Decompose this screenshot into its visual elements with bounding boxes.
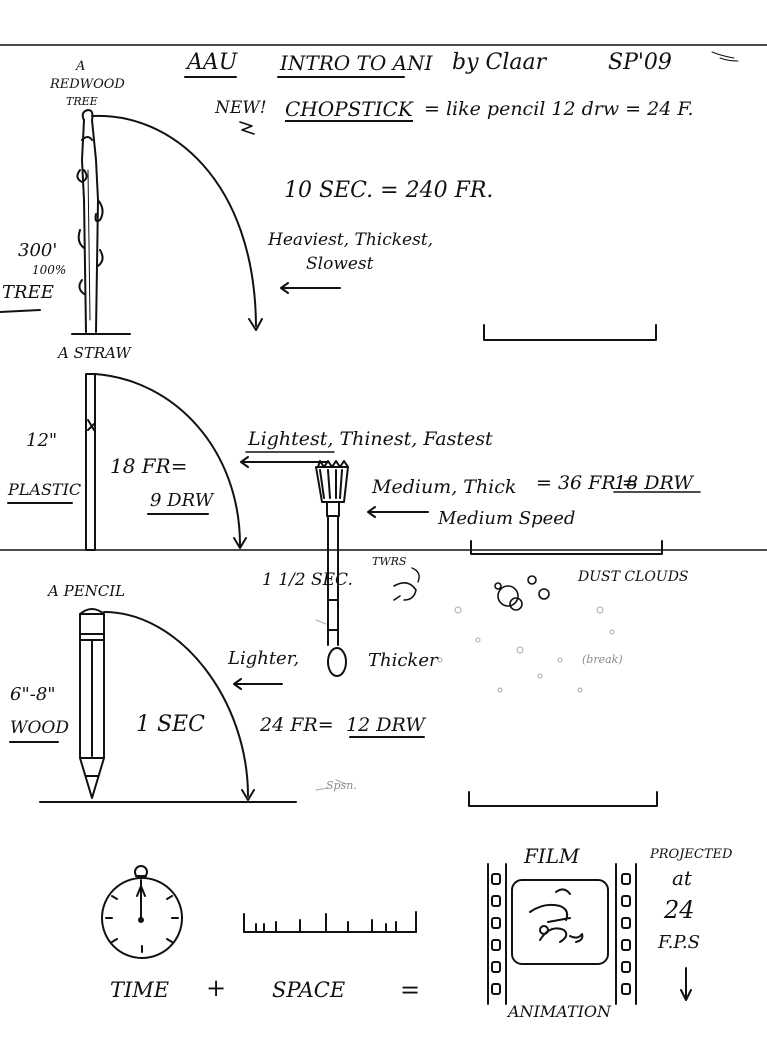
straw-material: PLASTIC [8,480,82,499]
dust-cloud-sketch [494,575,550,611]
pencil-duration: 1 SEC [136,712,205,737]
brush-description-2: Medium Speed [438,508,576,529]
projected-label: PROJECTED [650,847,733,862]
fps-arrow [680,967,692,1001]
straw-drawings: 9 DRW [150,490,214,511]
tree-label: TREE [2,282,54,303]
plus-sign: + [206,974,227,1002]
straw-title: A STRAW [58,344,131,362]
pencil-drawing [79,608,105,799]
new-note: NEW! [215,98,267,118]
straw-height: 12" [26,430,58,451]
straw-description: Lightest, Thinest, Fastest [248,428,493,450]
tree-percent: 100% [32,263,67,277]
pencil-frames: 24 FR= [260,714,334,736]
dust-clouds-label: DUST CLOUDS [578,569,689,585]
tree-description-2: Slowest [306,254,374,274]
equals-sign: = [400,976,421,1004]
tree-label-underline [0,309,41,313]
tree-title: REDWOOD [50,77,125,92]
pencil-fall-arc [103,611,249,797]
brush-turns-label: TWRS [372,555,407,568]
course-code: AAU [187,50,238,75]
term: SP'09 [608,50,672,75]
straw-timing-bracket [470,540,663,555]
space-ruler-drawing [243,911,417,933]
tree-title-a: A [76,59,86,74]
fps-label: F.P.S [658,932,700,953]
straw-fall-arc [94,373,241,546]
straw-drawing [85,373,96,551]
time-label: TIME [110,978,170,1002]
dust-sketch-note: (break) [582,653,623,666]
tree-title-c: TREE [66,95,98,108]
turn-arrow [393,582,417,601]
brush-description-1: Medium, Thick [372,476,517,498]
film-label: FILM [524,844,580,868]
new-arrow-squiggle [239,121,255,135]
straw-frames: 18 FR= [110,454,188,478]
brush-arrow [367,506,429,518]
tree-height: 300' [18,240,58,261]
faint-sketch-note: Spsn. [326,779,357,792]
pencil-description-1: Lighter, [228,648,300,669]
film-strip-drawing [487,863,637,1005]
pencil-arrow [233,678,283,690]
tree-arrow [280,282,341,294]
brush-drawing [315,460,349,677]
page-title: INTRO TO ANI [280,51,433,75]
animation-label: ANIMATION [508,1002,612,1021]
pencil-height: 6"-8" [10,684,56,705]
brush-frames: = 36 FR = [536,472,638,494]
redwood-tree-drawing [76,109,104,333]
at-label: at [672,866,692,890]
tree-fall-arc [91,114,257,327]
chopstick-note: CHOPSTICK [285,97,413,122]
author: by Claar [452,50,547,75]
fps-number: 24 [664,896,695,924]
brush-drawings: 18 DRW [614,472,693,494]
tree-description-1: Heaviest, Thickest, [268,230,434,250]
seconds-to-frames-note: 10 SEC. = 240 FR. [284,178,494,203]
stopwatch-drawing [101,865,183,959]
pencil-title: A PENCIL [48,582,126,600]
pencil-drawings: 12 DRW [346,714,425,736]
corner-scribble [711,51,739,62]
pencil-timing-bracket [468,791,658,807]
pencil-description-2: Thicker [368,650,438,671]
brush-duration: 1 1/2 SEC. [262,570,353,590]
space-label: SPACE [272,978,346,1002]
chopstick-equation: = like pencil 12 drw = 24 F. [424,98,694,120]
straw-arrow [240,456,329,468]
faint-dust-marks [315,606,615,791]
pencil-material: WOOD [10,718,69,738]
tree-timing-bracket [483,324,657,341]
